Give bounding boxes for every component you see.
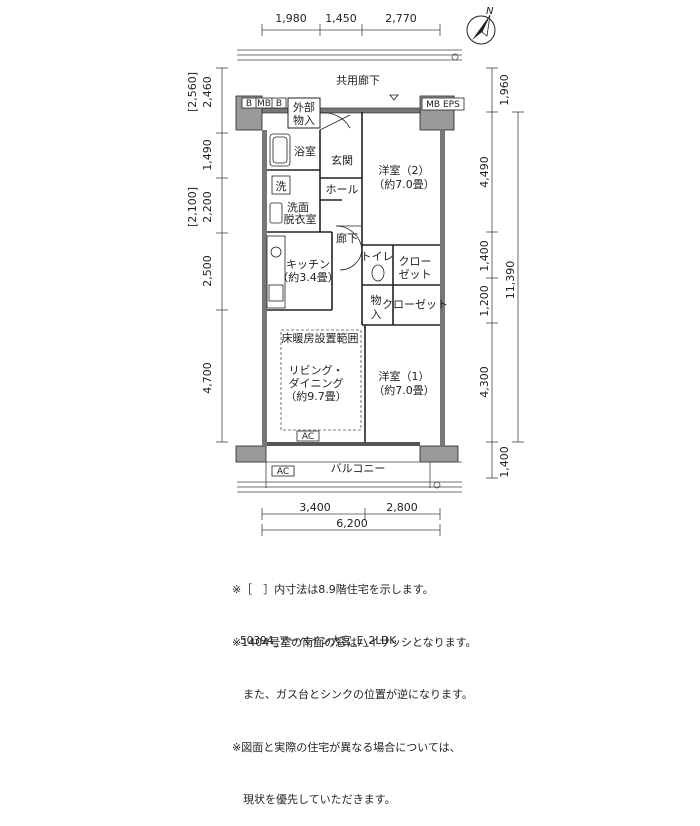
balcony-area xyxy=(237,461,462,493)
toilet-fixture xyxy=(371,264,385,282)
right-dim-6: 4,300 xyxy=(478,366,491,398)
note-line: ※［ ］内寸法は8.9階住宅を示します。 xyxy=(232,583,434,596)
mb-eps-label: MB EPS xyxy=(426,100,460,110)
interior-walls xyxy=(267,112,440,442)
storage-label-2: 入 xyxy=(371,308,382,321)
mb-label: MB xyxy=(257,99,271,109)
outdoor-storage-label-1: 外部 xyxy=(293,100,315,114)
balcony-label: バルコニー xyxy=(331,462,386,475)
note-line: また、ガス台とシンクの位置が逆になります。 xyxy=(232,688,473,701)
left-dim-3: 1,490 xyxy=(201,139,214,171)
right-dimension-lines xyxy=(486,67,524,479)
washing-machine xyxy=(271,175,291,195)
left-dim-4: [2,100] xyxy=(186,187,199,227)
left-dim-2: 2,460 xyxy=(201,76,214,108)
notes-block: ※［ ］内寸法は8.9階住宅を示します。 ※1404号室の南面の窓はハイサッシと… xyxy=(232,546,477,826)
entrance-marker-icon xyxy=(389,94,399,101)
wash-basin xyxy=(269,202,283,224)
western2-size: （約7.0畳） xyxy=(373,177,435,191)
toilet-label: トイレ xyxy=(361,250,394,263)
note-line: ※1404号室の南面の窓はハイサッシとなります。 xyxy=(232,635,477,649)
left-dim-5: 2,200 xyxy=(201,191,214,223)
western1-name: 洋室（1） xyxy=(379,369,430,383)
wash-label: 洗 xyxy=(276,180,287,193)
closet-a-label-2: ゼット xyxy=(399,268,432,281)
western2-door xyxy=(335,225,363,253)
bath-label: 浴室 xyxy=(294,144,316,158)
ac-unit-indoor xyxy=(296,430,320,442)
hallway-door xyxy=(339,247,363,271)
floor-plan: 1,980 1,450 2,770 N 共用廊下 [2,560] 2,460 1… xyxy=(186,6,524,536)
left-dim-6: 2,500 xyxy=(201,255,214,287)
floor-heating-area xyxy=(280,329,362,431)
footer-id: 50394_アーベイン大宮_E_2LDK xyxy=(240,635,397,647)
bottom-dim-2: 2,800 xyxy=(386,501,418,514)
mb-b2-label: B xyxy=(276,99,282,109)
top-dim-3: 2,770 xyxy=(385,12,417,25)
top-fence xyxy=(237,49,462,61)
western1-size: （約7.0畳） xyxy=(373,383,435,397)
right-dim-5: 11,390 xyxy=(504,261,517,300)
western2-name: 洋室（2） xyxy=(379,163,430,177)
top-dim-1: 1,980 xyxy=(275,12,307,25)
right-dim-1: 1,960 xyxy=(498,74,511,106)
bottom-dim-total: 6,200 xyxy=(336,517,368,530)
mb-eps-box xyxy=(421,97,465,111)
left-dim-1: [2,560] xyxy=(186,72,199,112)
meter-box xyxy=(241,97,287,109)
top-dimension-line xyxy=(261,24,441,36)
right-dim-7: 1,400 xyxy=(498,446,511,478)
floor-heating-label: 床暖房設置範囲 xyxy=(282,331,359,345)
bottom-dim-1: 3,400 xyxy=(299,501,331,514)
note-line: 現状を優先していただきます。 xyxy=(232,793,396,806)
top-dim-2: 1,450 xyxy=(325,12,357,25)
bottom-dimension-lines xyxy=(261,508,441,536)
corridor-label: 共用廊下 xyxy=(336,73,380,87)
living-label-1: リビング・ xyxy=(289,363,344,377)
storage-label-1: 物 xyxy=(371,293,382,307)
front-door xyxy=(319,112,351,131)
kitchen-counter xyxy=(266,235,286,309)
bottom-windows xyxy=(267,442,420,446)
living-label-2: ダイニング xyxy=(289,376,344,390)
outdoor-storage-label-2: 物入 xyxy=(293,113,315,127)
hallway-label: 廊下 xyxy=(336,231,358,245)
ac-1-label: AC xyxy=(302,432,314,442)
dressing-label-2: 脱衣室 xyxy=(284,212,317,226)
kitchen-size: （約3.4畳） xyxy=(277,270,339,284)
right-dim-3: 1,400 xyxy=(478,240,491,272)
north-compass xyxy=(466,14,496,45)
bathtub xyxy=(269,133,291,167)
left-dim-7: 4,700 xyxy=(201,362,214,394)
ac-unit-outdoor xyxy=(271,465,295,477)
hall-label: ホール xyxy=(326,183,359,196)
entrance-label: 玄関 xyxy=(331,153,353,167)
right-dim-2: 4,490 xyxy=(478,156,491,188)
ac-2-label: AC xyxy=(277,467,289,477)
compass-label: N xyxy=(486,6,494,17)
mb-b1-label: B xyxy=(246,99,252,109)
note-line: ※図面と実際の住宅が異なる場合については、 xyxy=(232,740,461,754)
right-dim-4: 1,200 xyxy=(478,285,491,317)
closet-b-label: クローゼット xyxy=(382,298,448,311)
dressing-label-1: 洗面 xyxy=(287,201,309,214)
left-dimension-lines xyxy=(216,67,228,443)
kitchen-name: キッチン xyxy=(286,258,330,271)
living-size: （約9.7畳） xyxy=(285,389,347,403)
closet-a-label-1: クロー xyxy=(399,255,432,268)
